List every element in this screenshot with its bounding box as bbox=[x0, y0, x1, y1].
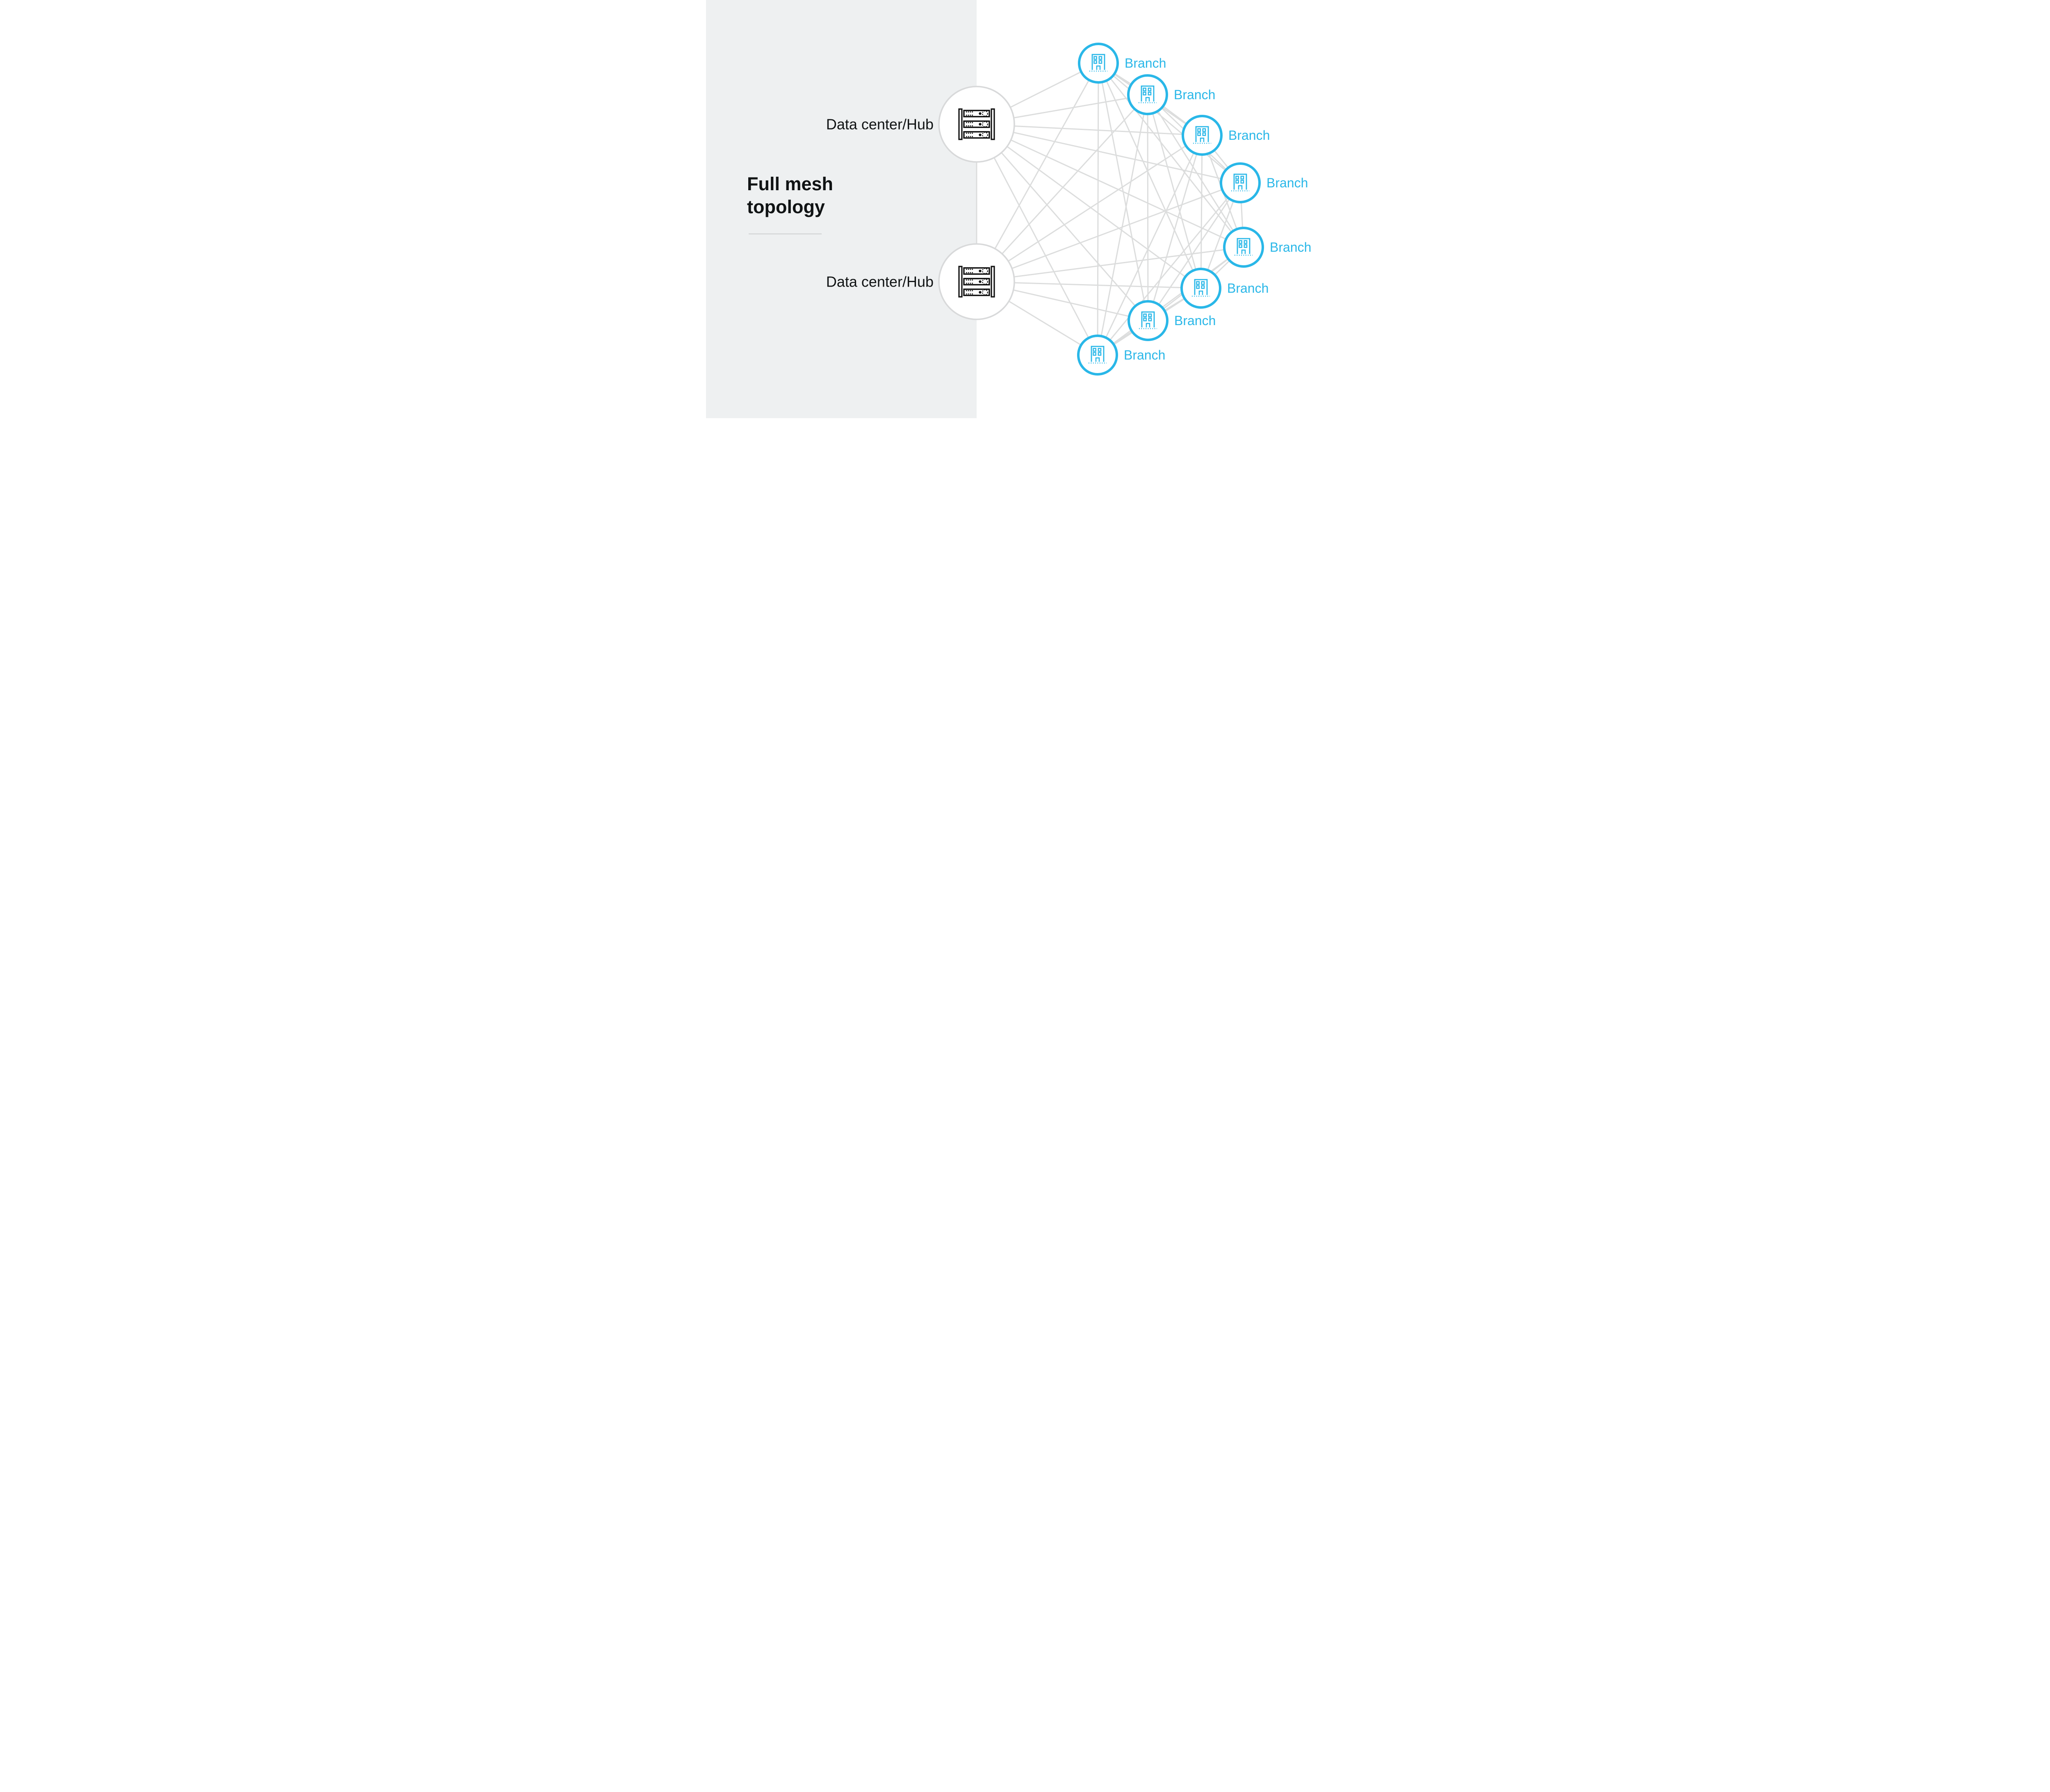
branch-label: Branch bbox=[1124, 348, 1165, 362]
mesh-edge-hub-1-branch-7 bbox=[976, 124, 1149, 321]
mesh-edge-hub-2-branch-2 bbox=[976, 94, 1148, 282]
branch-label: Branch bbox=[1174, 87, 1215, 102]
branch-circle bbox=[1220, 162, 1261, 203]
mesh-edge-branch-2-branch-8 bbox=[1097, 94, 1148, 355]
mesh-edge-branch-1-branch-4 bbox=[1098, 62, 1241, 184]
mesh-edge-branch-3-branch-8 bbox=[1097, 135, 1203, 355]
mesh-edge-hub-2-branch-4 bbox=[976, 182, 1241, 282]
left-gray-panel bbox=[706, 0, 977, 418]
branch-8-node: Branch bbox=[1077, 335, 1165, 376]
branch-circle bbox=[1180, 268, 1221, 309]
mesh-edge-branch-3-branch-7 bbox=[1147, 135, 1203, 321]
branch-6-node: Branch bbox=[1180, 268, 1269, 309]
branch-circle bbox=[1078, 43, 1119, 84]
mesh-edges-layer bbox=[976, 62, 1244, 356]
branch-circle bbox=[1127, 74, 1168, 115]
title-line-2: topology bbox=[747, 196, 825, 217]
branch-label: Branch bbox=[1266, 175, 1308, 190]
mesh-edge-branch-3-branch-6 bbox=[1200, 135, 1203, 289]
hub-label: Data center/Hub bbox=[826, 273, 934, 290]
branch-circle bbox=[1128, 300, 1168, 341]
branch-label: Branch bbox=[1227, 281, 1269, 296]
hub-1-node: Data center/Hub bbox=[826, 86, 1015, 163]
mesh-edge-hub-2-branch-3 bbox=[976, 134, 1203, 282]
branch-circle bbox=[1223, 227, 1264, 268]
mesh-edge-hub-1-branch-6 bbox=[976, 123, 1201, 289]
branch-1-node: Branch bbox=[1078, 43, 1166, 84]
hub-circle bbox=[938, 86, 1015, 163]
branch-label: Branch bbox=[1125, 56, 1166, 71]
title-line-1: Full mesh bbox=[747, 173, 834, 194]
branch-2-node: Branch bbox=[1127, 74, 1215, 115]
mesh-edge-hub-2-branch-1 bbox=[976, 63, 1099, 282]
branch-3-node: Branch bbox=[1182, 115, 1270, 156]
mesh-edge-branch-2-branch-5 bbox=[1147, 94, 1244, 248]
hub-circle bbox=[938, 243, 1015, 320]
mesh-edge-branch-4-branch-7 bbox=[1147, 182, 1241, 321]
branch-circle bbox=[1077, 335, 1118, 376]
branch-7-node: Branch bbox=[1128, 300, 1216, 341]
mesh-edge-branch-1-branch-5 bbox=[1098, 63, 1244, 248]
mesh-edge-branch-5-branch-8 bbox=[1097, 246, 1244, 356]
branch-label: Branch bbox=[1270, 240, 1311, 255]
hub-2-node: Data center/Hub bbox=[826, 243, 1015, 320]
branch-label: Branch bbox=[1174, 313, 1216, 328]
mesh-edge-hub-1-branch-8 bbox=[976, 124, 1098, 355]
page-title: Full mesh topology bbox=[747, 173, 833, 219]
branch-circle bbox=[1182, 115, 1223, 156]
mesh-edge-hub-1-branch-5 bbox=[976, 123, 1244, 248]
title-divider bbox=[749, 233, 822, 235]
branch-label: Branch bbox=[1228, 128, 1270, 143]
mesh-edge-hub-2-branch-5 bbox=[976, 246, 1244, 282]
mesh-edge-branch-4-branch-8 bbox=[1097, 182, 1241, 355]
hub-label: Data center/Hub bbox=[826, 116, 934, 133]
branch-4-node: Branch bbox=[1220, 162, 1308, 203]
branch-5-node: Branch bbox=[1223, 227, 1311, 268]
mesh-edge-branch-1-branch-7 bbox=[1098, 63, 1149, 321]
